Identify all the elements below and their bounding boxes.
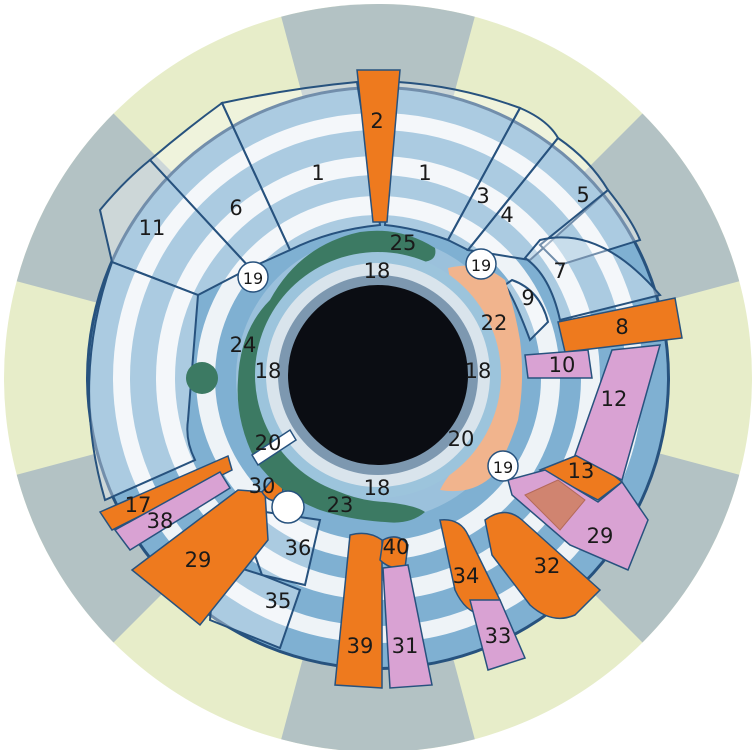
label-34: 34 bbox=[453, 564, 480, 588]
zone-7 bbox=[523, 236, 662, 322]
label-3: 3 bbox=[476, 184, 489, 208]
label-35: 35 bbox=[265, 589, 292, 613]
label-10: 10 bbox=[549, 353, 576, 377]
zone-33-shape bbox=[469, 599, 527, 671]
label-23: 23 bbox=[327, 493, 354, 517]
marker-white-dot bbox=[271, 490, 305, 524]
zone-13-29-overlap bbox=[524, 479, 586, 531]
zone-labels: 1 1 2 3 4 5 6 7 8 9 10 11 12 13 17 18 18… bbox=[125, 109, 629, 658]
label-33: 33 bbox=[485, 624, 512, 648]
markers bbox=[237, 248, 519, 524]
zone-31-shape bbox=[382, 564, 433, 689]
zone-32-shape bbox=[484, 511, 602, 620]
label-29-right: 29 bbox=[587, 524, 614, 548]
label-19-bottom: 19 bbox=[493, 458, 513, 477]
zone-39-shape bbox=[334, 532, 383, 689]
zone-10-shape bbox=[524, 349, 593, 379]
pupil bbox=[288, 285, 468, 465]
zone-22-shape bbox=[440, 265, 523, 492]
label-4: 4 bbox=[500, 203, 513, 227]
zone-1-left bbox=[220, 80, 382, 252]
label-20-right: 20 bbox=[448, 427, 475, 451]
zone-29-left-shape bbox=[130, 489, 269, 627]
label-7: 7 bbox=[553, 259, 566, 283]
orange-zones bbox=[98, 69, 683, 689]
label-1-left: 1 bbox=[311, 161, 324, 185]
label-2: 2 bbox=[370, 109, 383, 133]
label-31: 31 bbox=[392, 634, 419, 658]
zone-6 bbox=[148, 101, 292, 270]
marker-19-left bbox=[237, 261, 269, 293]
label-20-left: 20 bbox=[255, 431, 282, 455]
label-30: 30 bbox=[249, 474, 276, 498]
label-19-left: 19 bbox=[243, 269, 263, 288]
label-5: 5 bbox=[576, 183, 589, 207]
zone-24-dot bbox=[186, 362, 218, 394]
zone-5 bbox=[538, 188, 642, 267]
marker-20-left bbox=[250, 428, 298, 467]
label-22: 22 bbox=[481, 311, 508, 335]
label-39: 39 bbox=[347, 634, 374, 658]
zone-12-shape bbox=[574, 344, 662, 482]
label-40: 40 bbox=[383, 535, 410, 559]
label-18-right: 18 bbox=[465, 359, 492, 383]
label-17: 17 bbox=[125, 493, 152, 517]
label-12: 12 bbox=[601, 387, 628, 411]
label-11: 11 bbox=[139, 216, 166, 240]
label-13: 13 bbox=[568, 459, 595, 483]
outlined-zones bbox=[88, 80, 662, 650]
zone-left-column bbox=[88, 260, 200, 502]
zone-9 bbox=[503, 278, 550, 342]
label-32: 32 bbox=[534, 554, 561, 578]
label-6: 6 bbox=[229, 196, 242, 220]
marker-19-right bbox=[465, 248, 497, 280]
zone-2-shape bbox=[356, 69, 401, 223]
label-18-top: 18 bbox=[364, 259, 391, 283]
zone-8-shape bbox=[557, 297, 683, 353]
label-18-bottom: 18 bbox=[364, 476, 391, 500]
zone-11 bbox=[98, 158, 252, 297]
label-25: 25 bbox=[390, 231, 417, 255]
zone-38-shape bbox=[113, 470, 232, 551]
label-38: 38 bbox=[147, 509, 174, 533]
label-18-left: 18 bbox=[255, 359, 282, 383]
label-24: 24 bbox=[230, 333, 257, 357]
label-9: 9 bbox=[521, 286, 534, 310]
label-1-right: 1 bbox=[418, 161, 431, 185]
label-29-left: 29 bbox=[185, 548, 212, 572]
label-19-right: 19 bbox=[471, 256, 491, 275]
zone-17-shape bbox=[98, 454, 233, 531]
marker-19-bottom bbox=[487, 450, 519, 482]
pink-zones bbox=[113, 344, 662, 689]
label-8: 8 bbox=[615, 315, 628, 339]
label-36: 36 bbox=[285, 536, 312, 560]
